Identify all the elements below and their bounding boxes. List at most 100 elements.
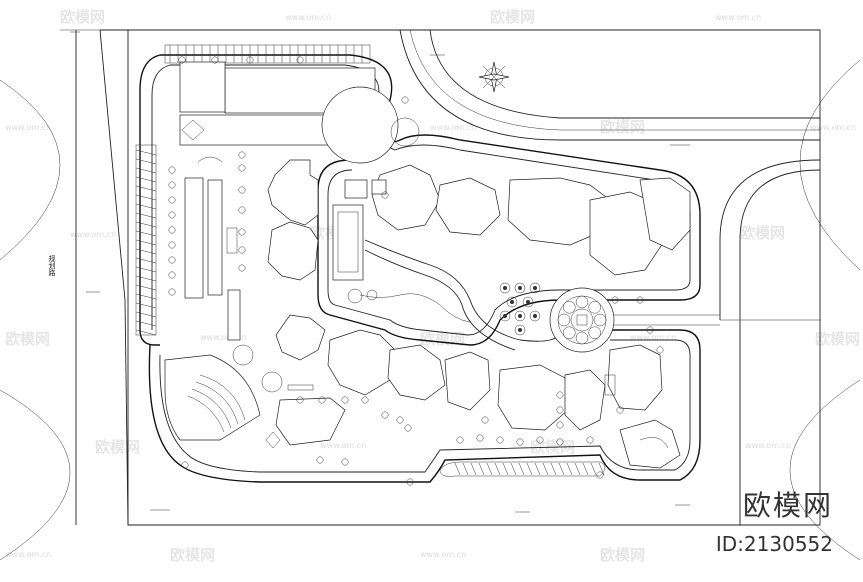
watermark-logo: 欧模网 [170, 546, 215, 564]
tree-icon [381, 411, 389, 419]
central-landscape [332, 179, 561, 351]
tree-icon [318, 396, 326, 404]
plaza-petal [575, 295, 589, 309]
fountain-core [503, 314, 507, 318]
parking-space [558, 462, 565, 476]
watermark-url: www.om.cn [200, 333, 246, 342]
fountain [522, 296, 534, 308]
parking-space [135, 257, 157, 264]
parking-space [502, 462, 509, 476]
parking-space [135, 248, 157, 255]
tree-icon [456, 436, 464, 444]
east-garden [604, 374, 681, 469]
watermark-logo: 欧模网 [740, 224, 785, 242]
parking-space [135, 221, 157, 228]
fountain [514, 324, 526, 336]
tree-icon [341, 396, 349, 404]
tree-icon [611, 296, 619, 304]
watermark-logo: 欧模网 [815, 330, 860, 348]
parking-space [135, 293, 157, 300]
watermark-url: www.om.cn [5, 123, 51, 132]
tree-icon [168, 271, 176, 279]
road-label: 规划路 [48, 254, 56, 277]
parking-space [135, 149, 157, 156]
fountain-core [518, 286, 522, 290]
tree-icon [496, 436, 504, 444]
parking-space [470, 462, 477, 476]
watermark-logo: 欧模网 [420, 330, 465, 348]
parking-space [135, 176, 157, 183]
parking-space [510, 462, 517, 476]
watermark-url: www.om.cn [320, 441, 366, 450]
parking-space [582, 462, 589, 476]
fountain [529, 310, 541, 322]
fountain [514, 282, 526, 294]
parking-space [135, 230, 157, 237]
plaza-petal [575, 331, 589, 345]
parking-space [135, 302, 157, 309]
parking-space [590, 462, 597, 476]
parking-space [135, 194, 157, 201]
tree-icon [238, 151, 246, 159]
fountain [499, 310, 511, 322]
watermark-logo: 欧模网 [490, 8, 535, 26]
parking-space [135, 158, 157, 165]
west-parking [135, 144, 157, 336]
tree-icon [211, 56, 219, 64]
fountain-core [503, 286, 507, 290]
plaza-petal [593, 313, 607, 327]
commercial-building [179, 61, 420, 164]
parking-space [566, 462, 573, 476]
plaza-petal [588, 326, 601, 339]
watermark-url: www.om.cn [745, 441, 791, 450]
plaza-petal [588, 301, 601, 314]
parking-space [135, 203, 157, 210]
plaza-petal [563, 301, 576, 314]
tree-icon [556, 421, 564, 429]
tree-icon [168, 226, 176, 234]
parking-space [518, 462, 525, 476]
model-id-label: ID:2130552 [715, 532, 833, 556]
tree-icon [636, 296, 644, 304]
tree-icon [396, 416, 404, 424]
watermark-url: www.om.cn [5, 550, 51, 559]
tree-icon [296, 396, 304, 404]
fountain-core [518, 314, 522, 318]
fountain [499, 282, 511, 294]
tree-icon [238, 206, 246, 214]
parking-space [135, 266, 157, 273]
tree-icon [516, 438, 524, 446]
parking-space [135, 311, 157, 318]
parking-space [135, 284, 157, 291]
fountain-core [533, 286, 537, 290]
tree-icon [181, 461, 189, 469]
fountain-core [510, 300, 514, 304]
tree-icon [341, 458, 349, 466]
tree-icon [646, 326, 654, 334]
watermark-logo: 欧模网 [600, 118, 645, 136]
watermark-logo: 欧模网 [95, 438, 140, 456]
watermark-logo: 欧模网 [5, 330, 50, 348]
brand-logo-text: 欧模网 [742, 489, 833, 522]
parking-space [526, 462, 533, 476]
tree-icon [168, 196, 176, 204]
parking-space [462, 462, 469, 476]
tree-icon [596, 471, 604, 479]
watermark-url: www.om.cn [630, 333, 676, 342]
tree-icon [616, 406, 624, 414]
tree-icon [401, 96, 409, 104]
parking-space [534, 462, 541, 476]
south-parking [439, 461, 606, 477]
tree-icon [238, 264, 246, 272]
tree-icon [238, 186, 246, 194]
parking-space [135, 275, 157, 282]
watermark-url: www.om.cn [70, 230, 116, 239]
fountain [514, 310, 526, 322]
watermark-url: www.om.cn [715, 13, 761, 22]
fountain [506, 296, 518, 308]
tree-icon [246, 56, 254, 64]
parking-space [454, 462, 461, 476]
north-arrow-icon [478, 61, 510, 93]
parking-space [135, 167, 157, 174]
